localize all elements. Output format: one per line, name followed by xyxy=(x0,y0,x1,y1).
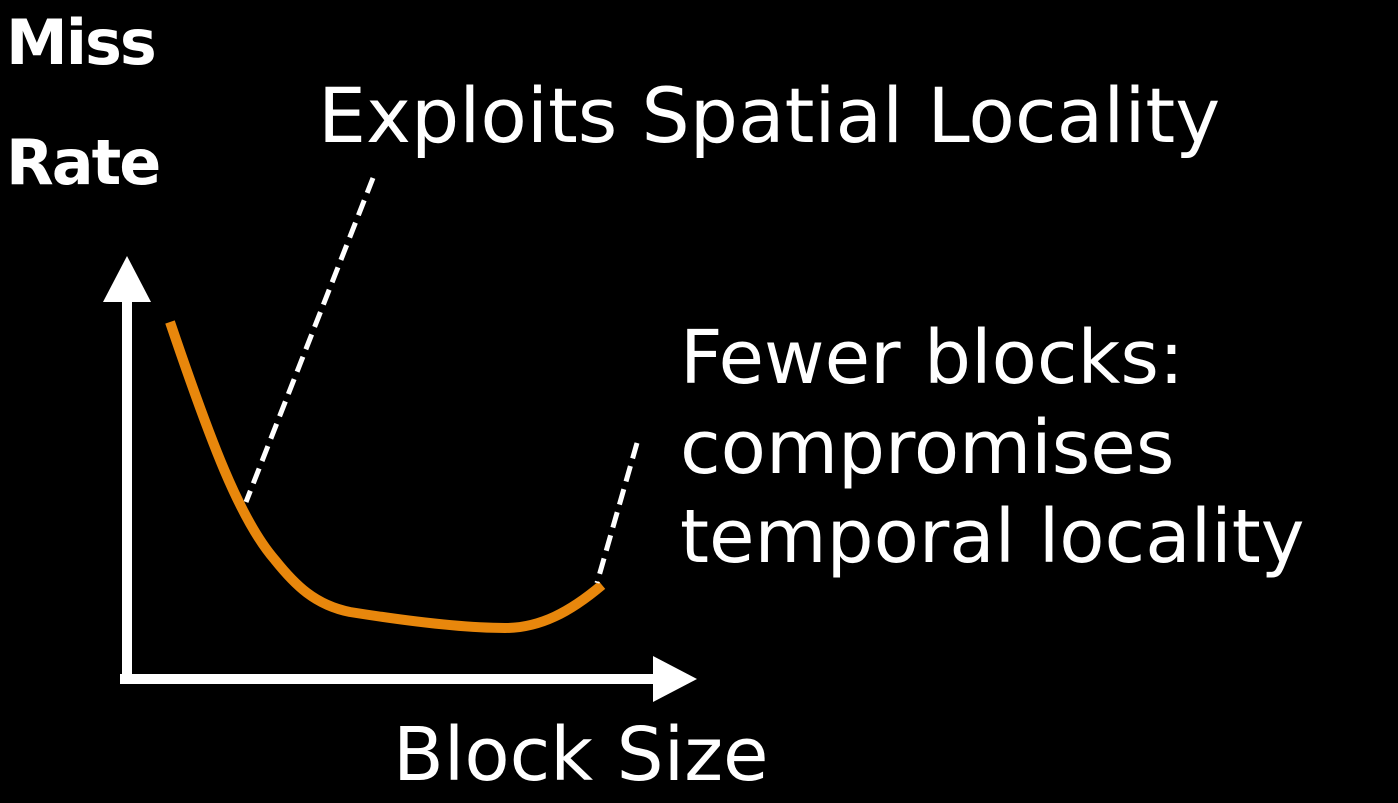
y-axis-arrowhead xyxy=(103,256,151,302)
y-axis-label-miss: Miss xyxy=(6,6,157,79)
temporal-leader-line xyxy=(594,442,640,584)
y-axis-label-rate: Rate xyxy=(6,126,161,199)
annotation-temporal-line-1: Fewer blocks: xyxy=(680,315,1184,401)
spatial-leader-line xyxy=(243,177,376,503)
x-axis-label: Block Size xyxy=(393,712,769,798)
annotation-temporal-line-3: temporal locality xyxy=(680,494,1305,580)
annotation-spatial-locality: Exploits Spatial Locality xyxy=(318,71,1221,160)
annotation-temporal-line-2: compromises xyxy=(680,405,1175,491)
miss-rate-curve xyxy=(165,320,606,634)
x-axis-arrowhead xyxy=(653,656,697,702)
